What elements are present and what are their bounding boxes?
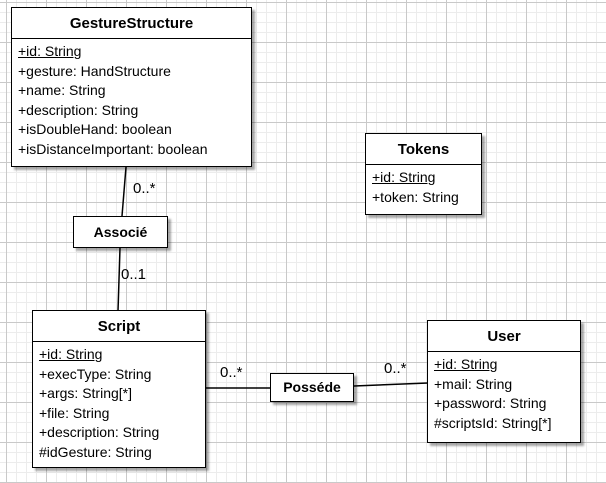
attribute: +gesture: HandStructure xyxy=(18,62,171,79)
attribute: +description: String xyxy=(39,424,160,441)
class-title: User xyxy=(428,321,580,352)
class-user[interactable]: User +id: String +mail: String +password… xyxy=(427,320,581,443)
attribute: +isDoubleHand: boolean xyxy=(18,121,172,138)
attribute: +file: String xyxy=(39,404,110,421)
attribute: #idGesture: String xyxy=(39,443,152,460)
multiplicity-associe-script: 0..1 xyxy=(121,266,147,283)
attribute: +args: String[*] xyxy=(39,385,132,402)
attribute: #scriptsId: String[*] xyxy=(434,414,552,431)
attribute: +id: String xyxy=(434,356,498,372)
multiplicity-associe-gesture: 0..* xyxy=(133,180,156,197)
attribute-list: +id: String +token: String xyxy=(366,165,481,207)
association-associe[interactable]: Associé xyxy=(73,216,168,248)
attribute: +name: String xyxy=(18,82,106,99)
class-title: Script xyxy=(33,311,205,342)
attribute-list: +id: String +execType: String +args: Str… xyxy=(33,342,205,463)
associe-line-upper[interactable] xyxy=(121,166,127,217)
multiplicity-possede-user: 0..* xyxy=(384,360,407,377)
attribute: +id: String xyxy=(372,169,436,185)
possede-line-right[interactable] xyxy=(353,382,429,387)
multiplicity-possede-script: 0..* xyxy=(220,364,243,381)
associe-line-lower[interactable] xyxy=(117,247,121,312)
attribute: +token: String xyxy=(372,188,459,205)
attribute-list: +id: String +gesture: HandStructure +nam… xyxy=(12,39,251,160)
class-script[interactable]: Script +id: String +execType: String +ar… xyxy=(32,310,206,468)
attribute: +description: String xyxy=(18,101,139,118)
class-title: Tokens xyxy=(366,134,481,165)
attribute-list: +id: String +mail: String +password: Str… xyxy=(428,352,580,433)
attribute: +id: String xyxy=(39,346,103,362)
class-gesture-structure[interactable]: GestureStructure +id: String +gesture: H… xyxy=(11,7,252,167)
class-tokens[interactable]: Tokens +id: String +token: String xyxy=(365,133,482,215)
association-possede[interactable]: Posséde xyxy=(270,373,354,402)
class-title: GestureStructure xyxy=(12,8,251,39)
attribute: +password: String xyxy=(434,395,547,412)
attribute: +mail: String xyxy=(434,375,513,392)
attribute: +execType: String xyxy=(39,365,152,382)
attribute: +id: String xyxy=(18,43,82,59)
attribute: +isDistanceImportant: boolean xyxy=(18,140,208,157)
